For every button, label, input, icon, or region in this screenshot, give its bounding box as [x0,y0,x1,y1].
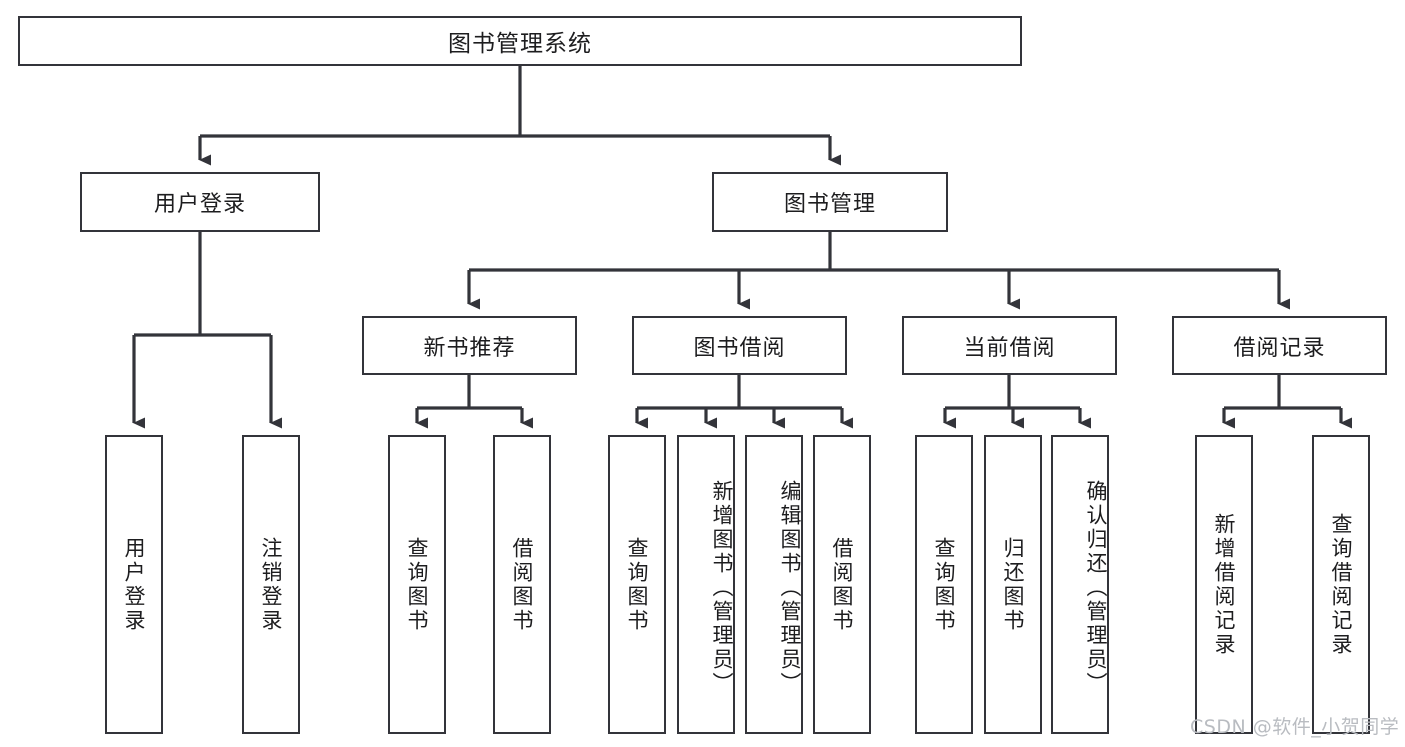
node-new-book-recommend[interactable]: 新书推荐 [362,316,577,375]
node-user-login[interactable]: 用户登录 [80,172,320,232]
node-book-borrow[interactable]: 图书借阅 [632,316,847,375]
node-book-management[interactable]: 图书管理 [712,172,948,232]
leaf-query-borrow-record[interactable]: 查询借阅记录 [1312,435,1370,734]
leaf-query-book-borrow[interactable]: 查询图书 [608,435,666,734]
leaf-add-book-admin[interactable]: 新增图书（管理员） [677,435,735,734]
leaf-query-book-current[interactable]: 查询图书 [915,435,973,734]
node-current-borrow[interactable]: 当前借阅 [902,316,1117,375]
leaf-user-login[interactable]: 用户登录 [105,435,163,734]
leaf-query-book-recommend[interactable]: 查询图书 [388,435,446,734]
leaf-logout[interactable]: 注销登录 [242,435,300,734]
leaf-add-borrow-record[interactable]: 新增借阅记录 [1195,435,1253,734]
leaf-borrow-book[interactable]: 借阅图书 [813,435,871,734]
leaf-borrow-book-recommend[interactable]: 借阅图书 [493,435,551,734]
node-root-book-management-system[interactable]: 图书管理系统 [18,16,1022,66]
csdn-watermark: CSDN @软件_小贺同学 [1190,716,1400,738]
leaf-return-book[interactable]: 归还图书 [984,435,1042,734]
node-borrow-record[interactable]: 借阅记录 [1172,316,1387,375]
leaf-confirm-return-admin[interactable]: 确认归还（管理员） [1051,435,1109,734]
leaf-edit-book-admin[interactable]: 编辑图书（管理员） [745,435,803,734]
